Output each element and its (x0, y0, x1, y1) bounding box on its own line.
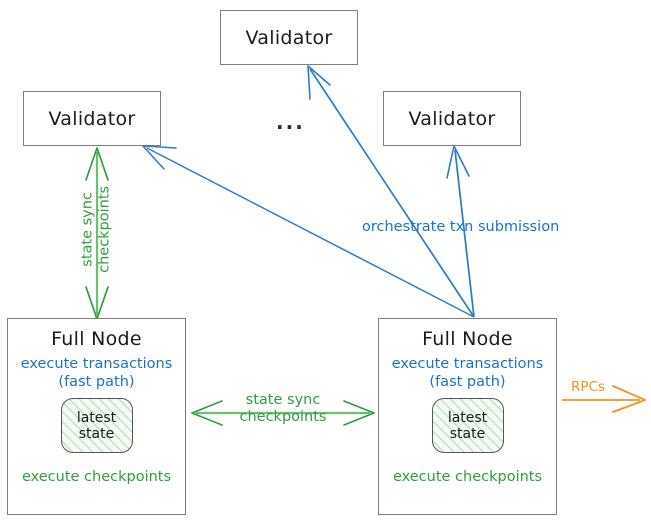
label-state-sync-vertical: state sync checkpoints (79, 185, 113, 273)
validator-label: Validator (48, 107, 136, 130)
validators-ellipsis: ... (276, 110, 305, 134)
latest-state-line2: state (78, 425, 115, 442)
label-rpcs: RPCs (571, 379, 605, 395)
validator-label: Validator (408, 107, 496, 130)
latest-state-chip: latest state (60, 398, 133, 454)
full-node-fast-path-text: execute transactions (fast path) (20, 356, 173, 391)
validator-label: Validator (245, 26, 333, 49)
full-node-fast-path-text: execute transactions (fast path) (391, 356, 544, 391)
full-node-box-left[interactable]: Full Node execute transactions (fast pat… (7, 318, 186, 515)
validator-box-top[interactable]: Validator (220, 10, 358, 65)
latest-state-line1: latest (447, 409, 488, 426)
full-node-title: Full Node (422, 328, 513, 350)
full-node-box-right[interactable]: Full Node execute transactions (fast pat… (378, 318, 557, 515)
latest-state-line1: latest (76, 409, 117, 426)
label-state-sync-horizontal: state sync checkpoints (239, 392, 327, 426)
validator-box-left[interactable]: Validator (23, 91, 161, 146)
validator-box-right[interactable]: Validator (383, 91, 521, 146)
label-orchestrate-txn-submission: orchestrate txn submission (362, 219, 560, 235)
latest-state-chip: latest state (431, 398, 504, 454)
full-node-title: Full Node (51, 328, 142, 350)
latest-state-line2: state (449, 425, 486, 442)
full-node-execute-checkpoints-text: execute checkpoints (21, 469, 172, 486)
full-node-execute-checkpoints-text: execute checkpoints (392, 469, 543, 486)
